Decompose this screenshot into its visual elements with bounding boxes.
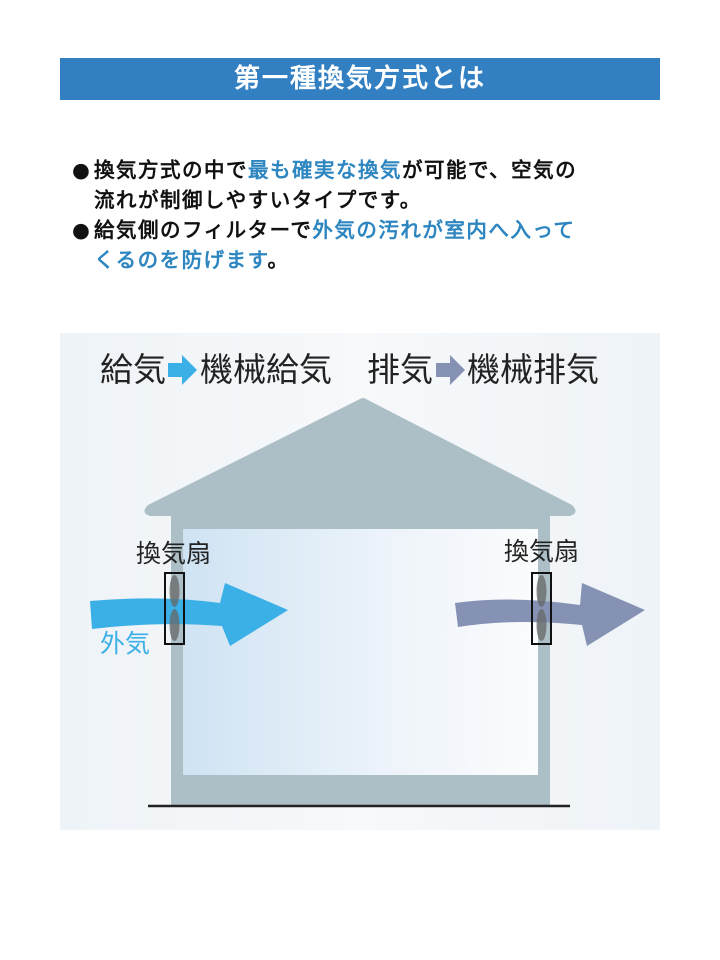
fan-right-label: 換気扇 (504, 537, 579, 566)
supply-label: 給気 (100, 350, 166, 389)
supply-airflow-arrow (90, 583, 288, 646)
house-roof (144, 398, 576, 516)
highlight-text: くるのを防げます (94, 248, 268, 272)
text: 換気方式の中で (94, 158, 248, 182)
page-title: 第一種換気方式とは (60, 58, 660, 100)
bullet-list: ● 換気方式の中で最も確実な換気が可能で、空気の 流れが制御しやすいタイプです。… (72, 155, 662, 275)
text: 給気側のフィルターで (94, 218, 313, 242)
bullet-item: ● 給気側のフィルターで外気の汚れが室内へ入って くるのを防げます。 (72, 215, 662, 275)
text: 。 (267, 248, 290, 272)
fan-left-icon (164, 572, 185, 645)
exhaust-arrow-icon (436, 355, 465, 385)
outside-air-label: 外気 (100, 629, 150, 658)
bullet-marker: ● (72, 218, 92, 242)
bullet-marker: ● (72, 158, 92, 182)
text: が可能で、空気の (402, 158, 578, 182)
fan-right-icon (531, 572, 552, 645)
supply-method-label: 機械給気 (200, 350, 332, 389)
fan-left-label: 換気扇 (136, 539, 211, 568)
ventilation-diagram: 給気 機械給気 排気 機械排気 換気扇 換気扇 外気 (60, 333, 660, 830)
bullet-item: ● 換気方式の中で最も確実な換気が可能で、空気の 流れが制御しやすいタイプです。 (72, 155, 662, 215)
text: 流れが制御しやすいタイプです。 (94, 188, 422, 212)
exhaust-method-label: 機械排気 (467, 350, 599, 389)
highlight-text: 最も確実な換気 (248, 158, 402, 182)
exhaust-label: 排気 (367, 350, 433, 389)
supply-arrow-icon (168, 355, 197, 385)
house-interior (183, 529, 538, 775)
highlight-text: 外気の汚れが室内へ入って (312, 218, 576, 242)
